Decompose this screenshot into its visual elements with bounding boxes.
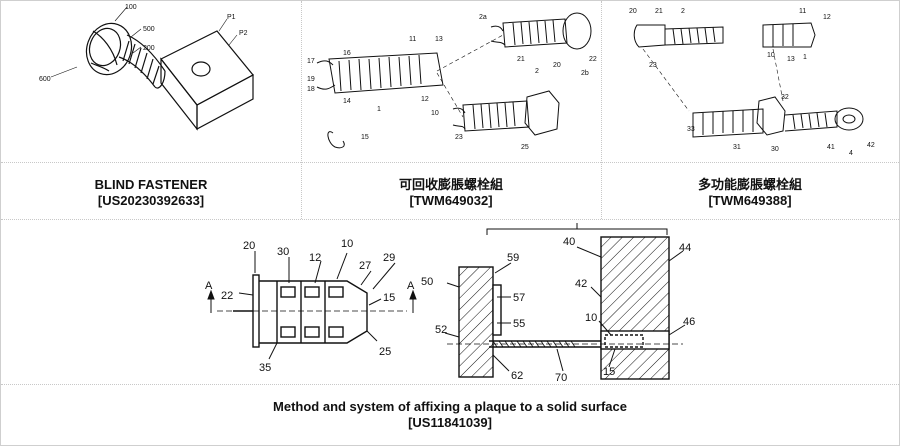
label-2: 2 <box>681 8 685 15</box>
label-31: 31 <box>733 144 741 151</box>
figure-multifunction-expansion-bolt: 2 20 21 23 11 12 10 13 1 32 33 31 30 41 … <box>603 1 899 161</box>
label-27: 27 <box>359 260 371 272</box>
caption-recoverable-expansion-bolt: 可回收膨脹螺栓組 [TWM649032] <box>301 177 601 209</box>
label-18: 18 <box>307 86 315 93</box>
label-15-right: 15 <box>603 366 615 378</box>
label-46: 46 <box>683 316 695 328</box>
patent-number: [TWM649032] <box>301 193 601 209</box>
label-16: 16 <box>343 50 351 57</box>
patent-title: 可回收膨脹螺栓組 <box>301 177 601 193</box>
label-17: 17 <box>307 58 315 65</box>
label-13: 13 <box>435 36 443 43</box>
label-59: 59 <box>507 252 519 264</box>
label-11: 11 <box>799 8 806 15</box>
label-21: 21 <box>655 8 663 15</box>
label-32: 32 <box>781 94 789 101</box>
label-40: 40 <box>563 236 575 248</box>
multifunction-bolt-drawing: 2 20 21 23 11 12 10 13 1 32 33 31 30 41 … <box>603 1 899 161</box>
label-33: 33 <box>687 126 695 133</box>
caption-plaque-fastening: Method and system of affixing a plaque t… <box>1 399 899 431</box>
label-2b: 2b <box>581 70 589 77</box>
label-50: 50 <box>421 276 433 288</box>
label-14: 14 <box>343 98 351 105</box>
label-41: 41 <box>827 144 835 151</box>
label-22: 22 <box>221 290 233 302</box>
caption-multifunction-expansion-bolt: 多功能膨脹螺栓組 [TWM649388] <box>601 177 899 209</box>
label-20: 20 <box>243 240 255 252</box>
label-57: 57 <box>513 292 525 304</box>
label-10: 10 <box>341 238 353 250</box>
label-20: 20 <box>629 8 637 15</box>
label-25: 25 <box>521 144 529 151</box>
label-29: 29 <box>383 252 395 264</box>
label-2: 2 <box>535 68 539 75</box>
label-12: 12 <box>823 14 831 21</box>
label-10: 10 <box>767 52 775 59</box>
label-42: 42 <box>575 278 587 290</box>
label-12: 12 <box>421 96 429 103</box>
patent-title: 多功能膨脹螺栓組 <box>601 177 899 193</box>
label-15: 15 <box>383 292 395 304</box>
label-p2: P2 <box>239 30 248 37</box>
label-200: 200 <box>143 45 155 52</box>
label-100: 100 <box>125 4 137 11</box>
label-1: 1 <box>377 106 381 113</box>
label-600: 600 <box>39 76 51 83</box>
patent-title: BLIND FASTENER <box>1 177 301 193</box>
plaque-fastening-drawing: 20 30 12 10 27 29 A 22 15 A 35 25 40 44 … <box>197 221 707 383</box>
label-1: 1 <box>803 54 807 61</box>
patent-number: [US11841039] <box>1 415 899 431</box>
label-21: 21 <box>517 56 525 63</box>
label-70: 70 <box>555 372 567 383</box>
label-44: 44 <box>679 242 691 254</box>
label-30: 30 <box>277 246 289 258</box>
label-13: 13 <box>787 56 795 63</box>
label-25: 25 <box>379 346 391 358</box>
label-55: 55 <box>513 318 525 330</box>
label-23: 23 <box>455 134 463 141</box>
label-4: 4 <box>849 150 853 157</box>
label-42: 42 <box>867 142 875 149</box>
figure-recoverable-expansion-bolt: 11 13 16 17 19 18 14 1 12 10 15 2 20 22 … <box>303 1 599 161</box>
figure-blind-fastener: 100 500 200 600 P1 P2 <box>31 1 291 161</box>
figure-plaque-fastening: 20 30 12 10 27 29 A 22 15 A 35 25 40 44 … <box>197 221 707 383</box>
label-52: 52 <box>435 324 447 336</box>
label-2a: 2a <box>479 14 487 21</box>
label-23: 23 <box>649 62 657 69</box>
label-15: 15 <box>361 134 369 141</box>
patent-number: [TWM649388] <box>601 193 899 209</box>
patent-number: [US20230392633] <box>1 193 301 209</box>
label-a-right: A <box>407 280 415 292</box>
label-20: 20 <box>553 62 561 69</box>
divider-horizontal-3 <box>1 384 899 385</box>
label-11: 11 <box>409 36 416 43</box>
label-30: 30 <box>771 146 779 153</box>
label-19: 19 <box>307 76 315 83</box>
caption-blind-fastener: BLIND FASTENER [US20230392633] <box>1 177 301 209</box>
label-500: 500 <box>143 26 155 33</box>
label-10-right: 10 <box>585 312 597 324</box>
label-62: 62 <box>511 370 523 382</box>
label-22: 22 <box>589 56 597 63</box>
label-12: 12 <box>309 252 321 264</box>
divider-horizontal-1 <box>1 162 899 163</box>
label-p1: P1 <box>227 14 236 21</box>
label-10: 10 <box>431 110 439 117</box>
label-35: 35 <box>259 362 271 374</box>
blind-fastener-drawing: 100 500 200 600 P1 P2 <box>31 1 291 161</box>
expansion-bolt-drawing: 11 13 16 17 19 18 14 1 12 10 15 2 20 22 … <box>303 1 599 161</box>
divider-horizontal-2 <box>1 219 899 220</box>
patent-title: Method and system of affixing a plaque t… <box>1 399 899 415</box>
label-a-left: A <box>205 280 213 292</box>
